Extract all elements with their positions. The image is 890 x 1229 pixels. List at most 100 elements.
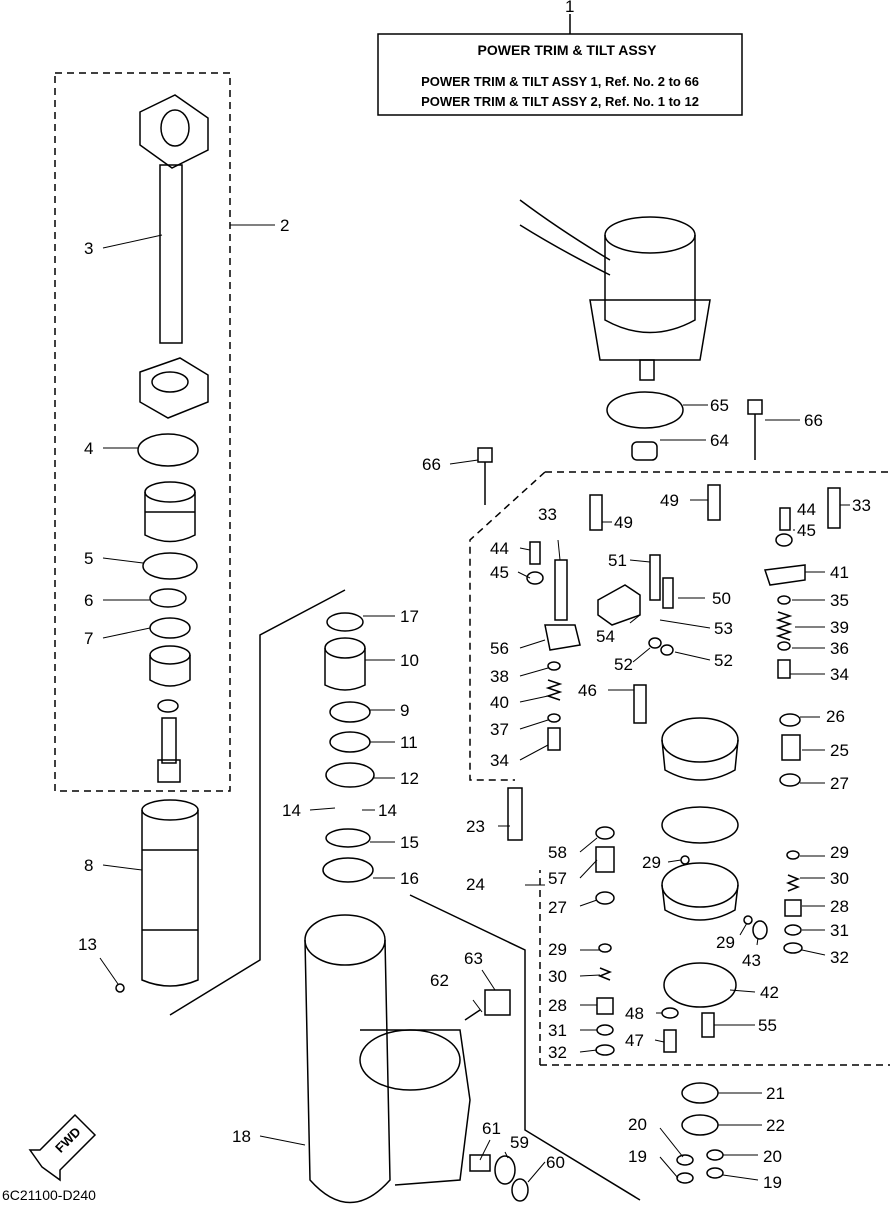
callout-64: 64 <box>710 431 729 450</box>
callout-29-right: 29 <box>830 843 849 862</box>
callout-19-left: 19 <box>628 1147 647 1166</box>
part-10-piston <box>324 637 366 691</box>
callout-51: 51 <box>608 551 627 570</box>
callout-36: 36 <box>830 639 849 658</box>
part-58-washer <box>595 826 615 840</box>
callout-49-left: 49 <box>614 513 633 532</box>
callout-43: 43 <box>742 951 761 970</box>
callout-56: 56 <box>490 639 509 658</box>
callout-3: 3 <box>84 239 93 258</box>
callout-17: 17 <box>400 607 419 626</box>
part-13-ball <box>115 983 125 993</box>
header-box <box>377 14 743 116</box>
part-44-pin-left <box>529 541 541 565</box>
part-32-oring-right <box>783 942 803 954</box>
part-46-bolt <box>633 684 647 724</box>
header-title: POWER TRIM & TILT ASSY <box>478 42 658 58</box>
leader-lines <box>99 224 850 1183</box>
callout-20-left: 20 <box>628 1115 647 1134</box>
part-36-washer <box>777 641 791 651</box>
cap-nut <box>139 357 209 419</box>
part-3-rod <box>139 94 209 344</box>
part-45-nut-right <box>775 533 793 547</box>
part-4-oring <box>137 433 199 467</box>
callout-33-left: 33 <box>538 505 557 524</box>
part-33-bolt-left <box>554 559 568 621</box>
pump-body <box>661 717 739 781</box>
callout-61: 61 <box>482 1119 501 1138</box>
callout-42: 42 <box>760 983 779 1002</box>
callout-66-right: 66 <box>804 411 823 430</box>
callout-65: 65 <box>710 396 729 415</box>
part-40-spring <box>545 679 563 701</box>
part-31-washer-right <box>784 924 802 936</box>
part-27-seat-right <box>779 773 801 787</box>
part-28-seat-right <box>784 899 802 917</box>
callout-34-left: 34 <box>490 751 509 770</box>
fwd-arrow-icon <box>28 1113 97 1182</box>
callout-13: 13 <box>78 935 97 954</box>
callout-47: 47 <box>625 1031 644 1050</box>
part-20-oring-right <box>706 1149 724 1161</box>
callout-58: 58 <box>548 843 567 862</box>
callout-59: 59 <box>510 1133 529 1152</box>
callout-2: 2 <box>280 216 289 235</box>
callout-44-left: 44 <box>490 539 509 558</box>
header-line-1: POWER TRIM & TILT ASSY 1, Ref. No. 2 to … <box>421 74 699 89</box>
part-20-oring-left <box>676 1154 694 1166</box>
part-65-oring <box>606 391 684 429</box>
callout-49-right: 49 <box>660 491 679 510</box>
callout-39: 39 <box>830 618 849 637</box>
connection-line <box>169 589 346 1016</box>
header-line-2: POWER TRIM & TILT ASSY 2, Ref. No. 1 to … <box>421 94 699 109</box>
part-30-spring-a <box>785 874 801 892</box>
callout-21: 21 <box>766 1084 785 1103</box>
callout-12: 12 <box>400 769 419 788</box>
callout-66-left: 66 <box>422 455 441 474</box>
callout-26: 26 <box>826 707 845 726</box>
part-22-ring <box>681 1114 719 1136</box>
part-43-washer <box>752 920 768 940</box>
piston <box>144 481 196 543</box>
part-29-ball-low <box>743 915 753 925</box>
callout-34-right: 34 <box>830 665 849 684</box>
callout-50: 50 <box>712 589 731 608</box>
part-21-ring <box>681 1082 719 1104</box>
callout-44-right: 44 <box>797 500 816 519</box>
part-39-spring <box>775 611 793 641</box>
part-29-ball-right <box>786 850 800 860</box>
part-5-oring <box>142 552 198 580</box>
part-52-washer-b <box>660 644 674 656</box>
part-48-washer <box>661 1007 679 1019</box>
part-15-washer <box>325 828 371 848</box>
part-62-pin <box>464 1009 481 1021</box>
callout-19-right: 19 <box>763 1173 782 1192</box>
callout-30-left: 30 <box>548 967 567 986</box>
part-33-bolt-right <box>827 487 841 529</box>
callout-46: 46 <box>578 681 597 700</box>
callout-4: 4 <box>84 439 93 458</box>
part-19-seal-left <box>676 1172 694 1184</box>
part-52-washer-a <box>648 637 662 649</box>
part-6-ring <box>149 588 187 608</box>
callout-53: 53 <box>714 619 733 638</box>
part-51-bolt <box>649 554 661 601</box>
part-11-ring <box>329 731 371 753</box>
callout-32-right: 32 <box>830 948 849 967</box>
callout-45-left: 45 <box>490 563 509 582</box>
part-56-bracket <box>544 624 581 651</box>
callout-31-right: 31 <box>830 921 849 940</box>
callout-18: 18 <box>232 1127 251 1146</box>
part-57-valve <box>595 846 615 873</box>
part-12-cap <box>325 762 375 788</box>
valve <box>149 645 191 687</box>
callout-29-left: 29 <box>548 940 567 959</box>
callout-45-right: 45 <box>797 521 816 540</box>
part-42-plate <box>663 962 737 1008</box>
part-47-bolt <box>663 1029 677 1053</box>
callout-63: 63 <box>464 949 483 968</box>
part-31-washer-left <box>596 1024 614 1036</box>
callout-11: 11 <box>400 733 418 752</box>
part-9-ring <box>329 701 371 723</box>
callout-37: 37 <box>490 720 509 739</box>
